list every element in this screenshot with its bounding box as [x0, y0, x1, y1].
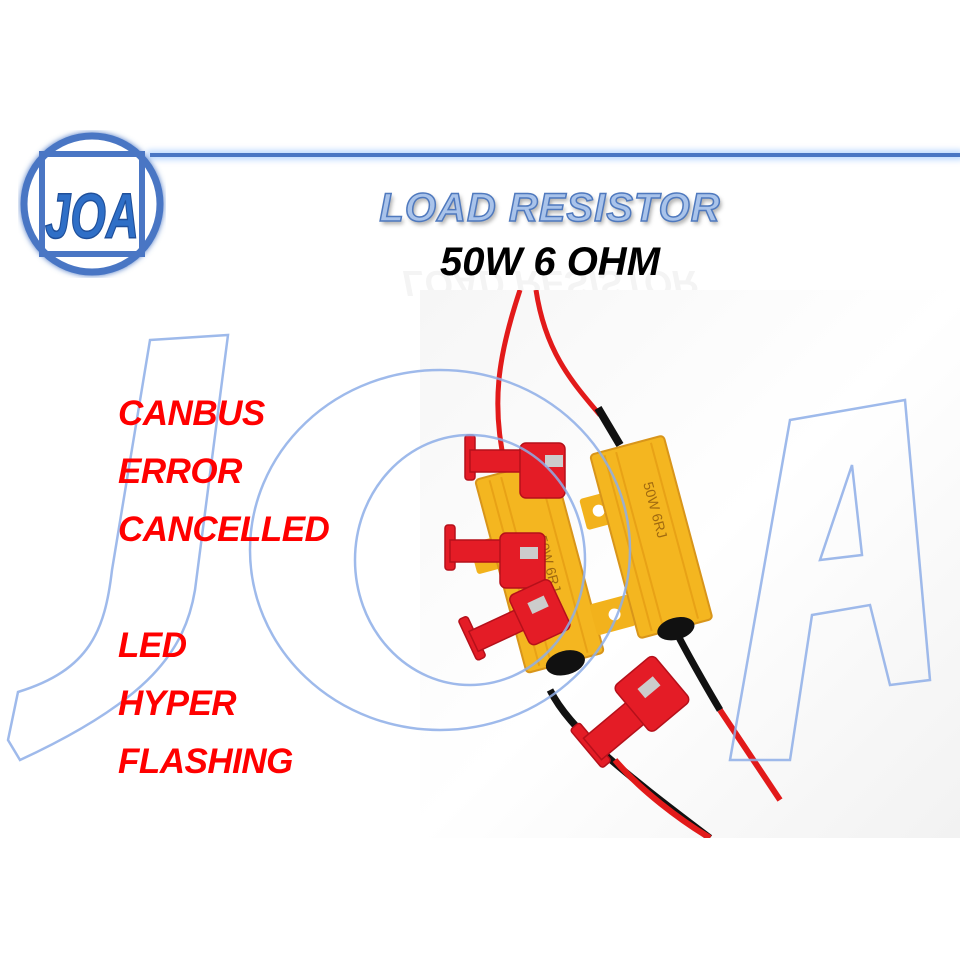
feature-list: CANBUS ERROR CANCELLED LED HYPER FLASHIN… [118, 385, 330, 791]
product-type-title: LOAD RESISTOR [379, 185, 721, 231]
brand-logo: JOA [18, 130, 166, 278]
feature-error: ERROR [118, 452, 242, 491]
feature-flashing: FLASHING [118, 742, 293, 781]
logo-text: JOA [45, 180, 139, 252]
product-spec-title: 50W 6 OHM [439, 240, 661, 284]
product-photo: 50W 6RJ 50W 6RJ [420, 290, 960, 838]
feature-led: LED [118, 626, 187, 665]
feature-canbus: CANBUS [118, 394, 265, 433]
feature-hyper: HYPER [118, 684, 237, 723]
header-divider [150, 153, 960, 157]
feature-cancelled: CANCELLED [118, 510, 330, 549]
